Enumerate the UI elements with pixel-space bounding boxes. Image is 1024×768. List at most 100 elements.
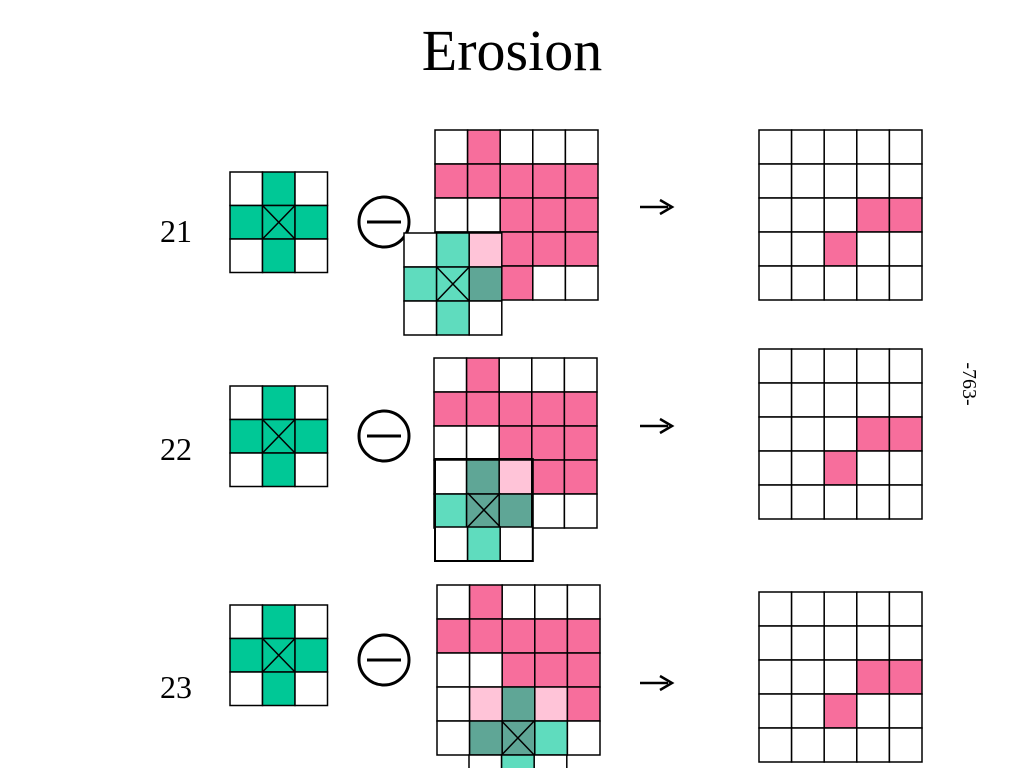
se-cell: [261, 671, 296, 707]
se-cell: [261, 604, 296, 640]
input-cell: [498, 493, 533, 529]
output-cell: [758, 591, 793, 627]
output-cell: [823, 348, 858, 384]
output-cell: [856, 659, 891, 695]
probe-overlay: [468, 720, 568, 768]
input-cell: [465, 459, 500, 495]
output-cell: [823, 484, 858, 520]
right-arrow-icon: [640, 198, 675, 216]
center-mark: [261, 418, 296, 454]
input-cell: [534, 686, 569, 722]
output-cell: [823, 727, 858, 763]
operator-circle: [357, 409, 411, 463]
input-cell: [434, 197, 469, 233]
se-cell: [261, 452, 296, 488]
input-cell: [466, 129, 501, 165]
input-cell: [433, 357, 468, 393]
se-cell: [294, 385, 329, 421]
output-cell: [823, 416, 858, 452]
output-cell: [856, 197, 891, 233]
se-cell: [294, 671, 329, 707]
center-mark: [261, 204, 296, 240]
input-cell: [531, 459, 566, 495]
input-cell: [498, 391, 533, 427]
probe-cell: [500, 754, 535, 768]
output-cell: [888, 416, 923, 452]
probe-cell: [403, 232, 438, 268]
probe-extension: [434, 526, 534, 562]
output-cell: [856, 416, 891, 452]
se-cell: [229, 671, 264, 707]
output-cell: [758, 727, 793, 763]
output-cell: [856, 163, 891, 199]
structuring-element: [229, 385, 329, 488]
output-cell: [790, 484, 825, 520]
se-cell: [229, 452, 264, 488]
page-number: -763-: [958, 362, 980, 406]
input-cell: [498, 459, 533, 495]
input-cell: [563, 391, 598, 427]
se-cell: [294, 238, 329, 274]
output-cell: [856, 727, 891, 763]
se-cell: [294, 604, 329, 640]
output-cell: [758, 265, 793, 301]
center-mark: [467, 492, 501, 528]
probe-cell: [499, 526, 534, 562]
input-cell: [532, 197, 567, 233]
input-cell: [468, 720, 503, 756]
output-cell: [888, 265, 923, 301]
output-cell: [888, 348, 923, 384]
input-cell: [436, 584, 471, 620]
se-cell: [229, 238, 264, 274]
input-cell: [468, 652, 503, 688]
output-cell: [856, 265, 891, 301]
output-cell: [790, 348, 825, 384]
input-cell: [531, 357, 566, 393]
input-cell: [468, 618, 503, 654]
output-cell: [856, 591, 891, 627]
probe-cell: [403, 300, 438, 336]
erosion-row-21: 21: [160, 129, 923, 336]
input-cell: [465, 391, 500, 427]
output-cell: [790, 197, 825, 233]
output-grid: [758, 591, 923, 763]
input-cell: [433, 459, 468, 495]
input-cell: [498, 425, 533, 461]
output-cell: [856, 348, 891, 384]
center-mark: [261, 637, 296, 673]
output-cell: [823, 591, 858, 627]
center-mark: [501, 720, 535, 756]
output-cell: [888, 591, 923, 627]
input-cell: [501, 652, 536, 688]
output-cell: [888, 727, 923, 763]
input-cell: [498, 357, 533, 393]
structuring-element: [229, 604, 329, 707]
input-cell: [532, 231, 567, 267]
output-cell: [856, 450, 891, 486]
arrow-head: [659, 417, 675, 435]
se-cell: [294, 418, 329, 454]
output-cell: [758, 163, 793, 199]
output-cell: [856, 625, 891, 661]
input-cell: [468, 584, 503, 620]
output-cell: [790, 382, 825, 418]
se-cell: [261, 171, 296, 207]
output-cell: [758, 625, 793, 661]
input-cell: [466, 163, 501, 199]
input-cell: [531, 425, 566, 461]
output-cell: [823, 659, 858, 695]
input-cell: [499, 231, 534, 267]
input-cell: [564, 197, 599, 233]
se-cell: [261, 385, 296, 421]
output-cell: [888, 197, 923, 233]
output-cell: [790, 163, 825, 199]
input-grid: [436, 584, 601, 768]
output-grid: [758, 129, 923, 301]
row-label: 21: [160, 213, 192, 249]
input-cell: [466, 197, 501, 233]
output-cell: [888, 625, 923, 661]
output-cell: [790, 693, 825, 729]
input-cell: [564, 265, 599, 301]
input-cell: [566, 584, 601, 620]
